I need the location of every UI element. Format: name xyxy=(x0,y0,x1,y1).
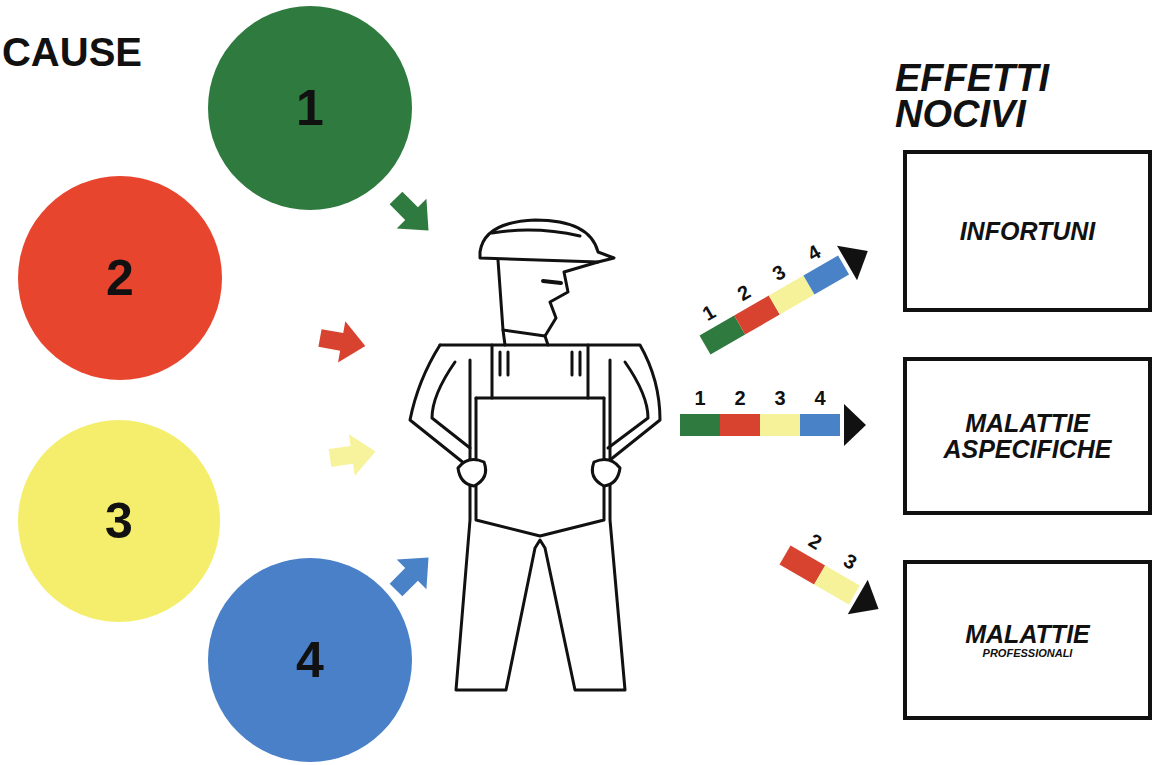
cause-circle: 2 xyxy=(18,176,222,380)
cause-index: 3 xyxy=(774,387,785,410)
cause-bar xyxy=(775,538,889,627)
cause-arrow xyxy=(381,183,443,245)
effect-box: INFORTUNI xyxy=(903,150,1152,312)
effect-box: MALATTIEPROFESSIONALI xyxy=(903,560,1152,720)
effects-heading: EFFETTI NOCIVI xyxy=(895,60,1125,132)
cause-circle: 4 xyxy=(208,558,412,762)
cause-arrow xyxy=(381,543,443,605)
cause-arrow xyxy=(316,317,369,366)
cause-number: 4 xyxy=(296,631,324,689)
cause-number: 2 xyxy=(106,249,134,307)
effect-subtitle: PROFESSIONALI xyxy=(983,647,1073,659)
cause-index: 2 xyxy=(734,387,745,410)
worker-figure xyxy=(410,220,660,690)
effect-title: INFORTUNI xyxy=(960,218,1096,244)
cause-index: 2 xyxy=(804,529,825,554)
effect-title: MALATTIE ASPECIFICHE xyxy=(915,410,1140,463)
effect-box: MALATTIE ASPECIFICHE xyxy=(903,357,1152,515)
cause-circle: 1 xyxy=(208,6,412,210)
cause-bar xyxy=(695,234,878,363)
cause-index: 3 xyxy=(768,260,789,285)
cause-index: 2 xyxy=(733,280,754,305)
effect-title: MALATTIE xyxy=(965,621,1090,647)
cause-index: 1 xyxy=(698,300,719,325)
cause-index: 3 xyxy=(839,549,860,574)
cause-arrow xyxy=(327,431,378,479)
cause-circle: 3 xyxy=(18,420,220,622)
causes-heading: CAUSE xyxy=(0,33,162,71)
cause-index: 1 xyxy=(694,387,705,410)
cause-number: 1 xyxy=(296,79,324,137)
cause-index: 4 xyxy=(814,387,825,410)
cause-number: 3 xyxy=(105,492,133,550)
cause-index: 4 xyxy=(803,240,824,265)
cause-bar xyxy=(680,404,866,446)
